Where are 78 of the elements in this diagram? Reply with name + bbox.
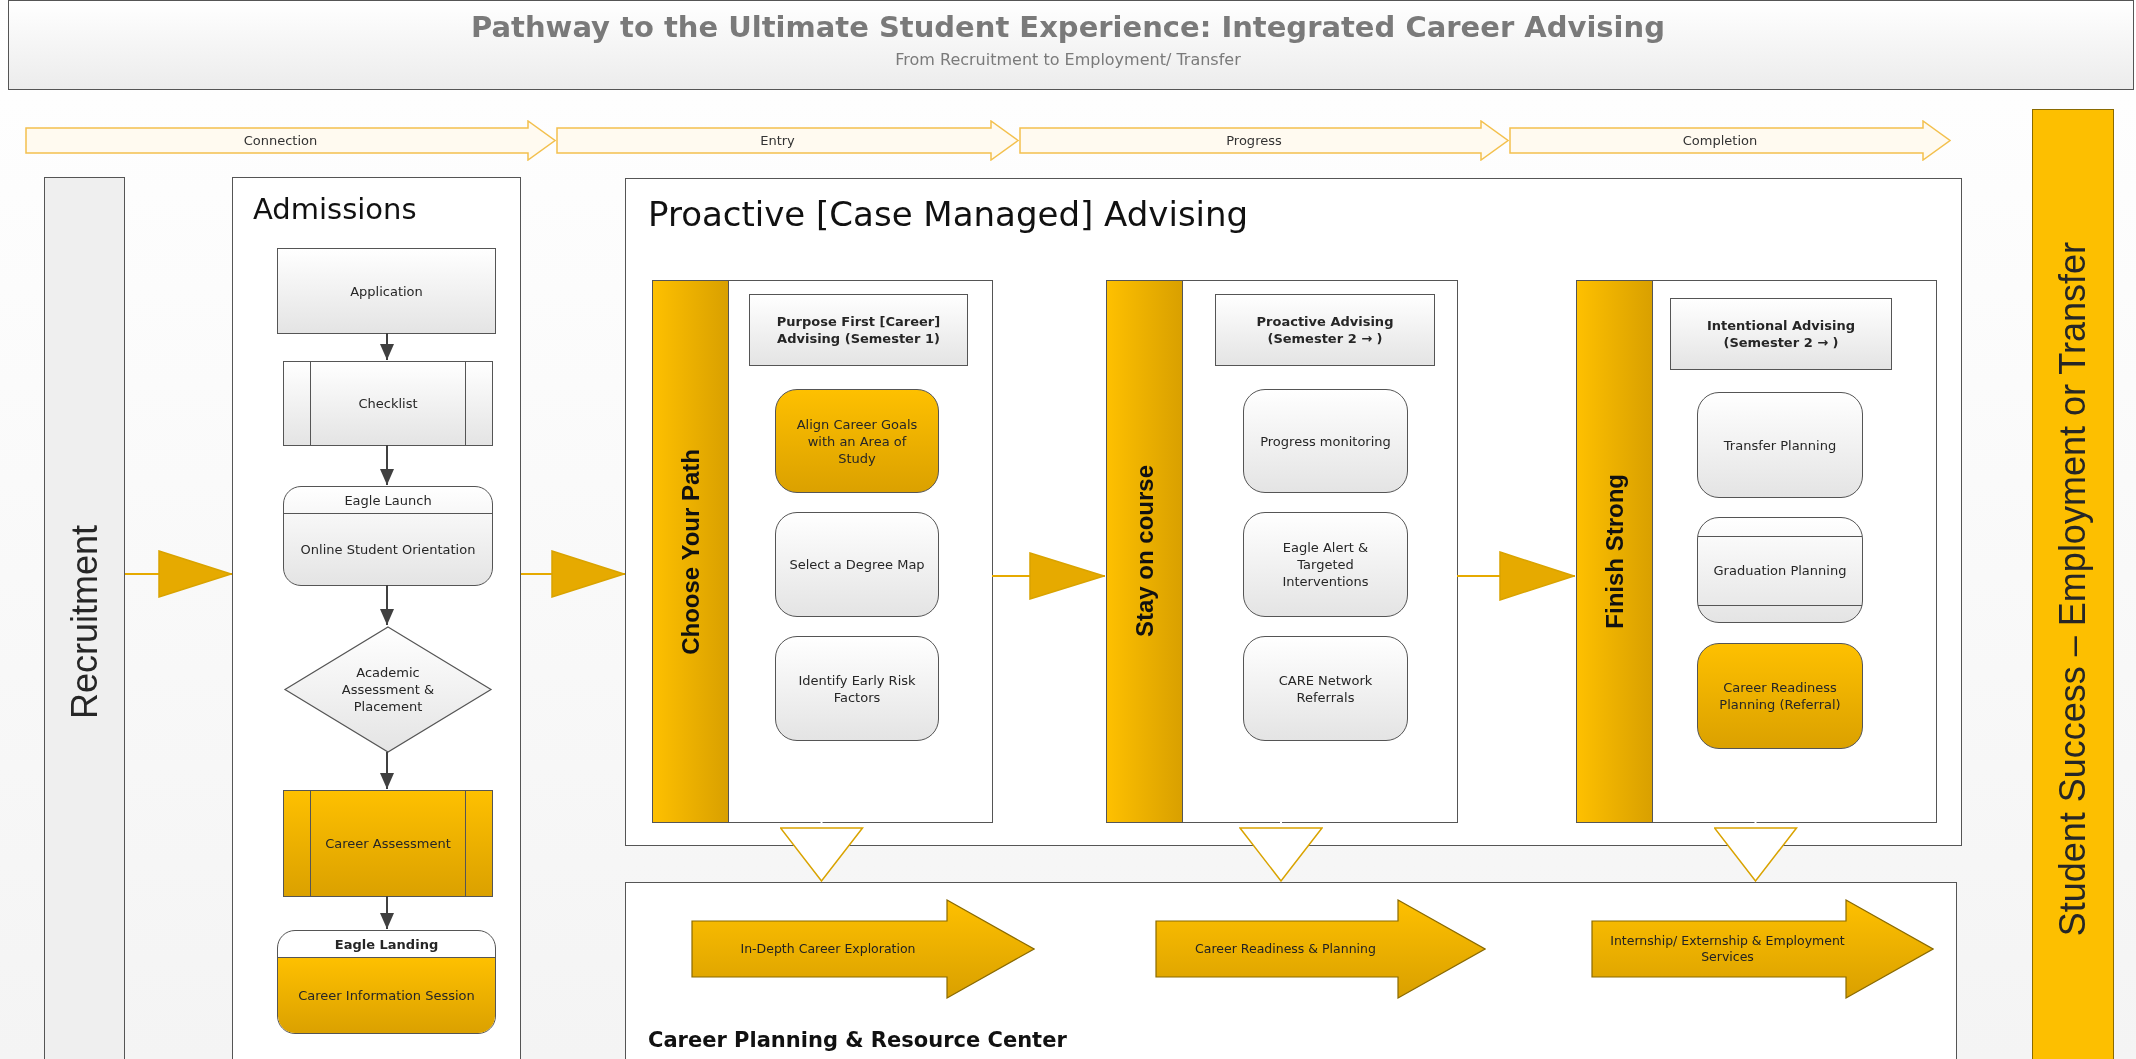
phase-label: Entry [760, 131, 795, 150]
box-text: Career Readiness Planning (Referral) [1718, 679, 1842, 713]
box-text: Career Information Session [298, 987, 475, 1004]
band-title: Recruitment [62, 524, 106, 720]
section-title: Career Planning & Resource Center [648, 1027, 1067, 1054]
box-text: In-Depth Career Exploration [740, 941, 916, 957]
box-heading: Eagle Launch [344, 491, 432, 509]
box-text: Identify Early Risk Factors [797, 671, 917, 706]
triangle-arrow [991, 552, 1106, 600]
rounded-box [775, 389, 939, 493]
box-text: Graduation Planning [1713, 561, 1847, 579]
arrow [380, 895, 394, 930]
phase-label: Completion [1682, 131, 1758, 150]
swimlane-panel [232, 177, 521, 1059]
rounded-box [1697, 643, 1863, 749]
process-box [277, 248, 496, 334]
triangle-arrow [1456, 551, 1576, 601]
rounded-box [1243, 636, 1408, 741]
rounded-box [283, 486, 493, 586]
box-text: Checklist [358, 395, 418, 412]
arrow [380, 751, 394, 790]
arrow [380, 332, 394, 361]
arrow [380, 584, 394, 626]
title: Pathway to the Ultimate Student Experience: Integrated Career Advising [470, 9, 1666, 46]
phase-label: Connection [243, 131, 318, 150]
lane-panel [1106, 280, 1458, 823]
box-text: Career Readiness & Planning [1195, 941, 1376, 957]
rounded-box [775, 636, 939, 741]
box-text: Internship/ Externship & Employment Services [1609, 933, 1846, 965]
triangle-arrow [520, 550, 626, 598]
band-title: Student Success – Employment or Transfer [2051, 241, 2094, 937]
lane-panel [652, 280, 993, 823]
block-arrow [1591, 899, 1934, 999]
box-text: Academic Assessment & Placement [340, 664, 436, 715]
triangle-arrow [1239, 821, 1323, 883]
box-text: Application [350, 282, 423, 300]
box-text: Purpose First [Career] Advising (Semester 1) [775, 313, 942, 347]
rounded-box [1243, 389, 1408, 493]
lane-title-bar: Stay on course [1107, 281, 1183, 822]
vertical-band [44, 177, 125, 1059]
lane-title-bar: Finish Strong [1577, 281, 1653, 822]
header-box [749, 294, 968, 366]
decision-diamond [283, 626, 493, 753]
rounded-box [1697, 392, 1863, 498]
triangle-arrow [124, 550, 233, 598]
rounded-box [1243, 512, 1408, 617]
box-text: Select a Degree Map [789, 556, 925, 573]
box-text: Online Student Orientation [300, 541, 476, 558]
block-arrow [1155, 899, 1486, 999]
box-text: Align Career Goals with an Area of Study [795, 415, 919, 467]
lane-panel [1576, 280, 1937, 823]
box-text: Intentional Advising (Semester 2 → ) [1705, 317, 1856, 351]
section-title: Proactive [Case Managed] Advising [648, 193, 1249, 236]
phase-label: Progress [1226, 131, 1282, 150]
header-box [1215, 294, 1435, 366]
rounded-box [1697, 517, 1863, 623]
header-box [1670, 298, 1892, 370]
box-text: Proactive Advising (Semester 2 → ) [1255, 313, 1395, 347]
triangle-arrow [1713, 821, 1798, 883]
predefined-process-box [283, 361, 493, 446]
lane-title-bar: Choose Your Path [653, 281, 729, 822]
box-text: Progress monitoring [1260, 432, 1391, 450]
block-arrow [691, 899, 1035, 999]
section-panel [625, 178, 1962, 846]
section-panel [625, 882, 1957, 1059]
box-heading: Eagle Landing [334, 935, 439, 953]
triangle-arrow [779, 821, 864, 883]
box-text: Transfer Planning [1723, 436, 1837, 454]
box-text: CARE Network Referrals [1277, 671, 1374, 706]
vertical-band [2032, 109, 2114, 1059]
section-title: Admissions [253, 191, 417, 228]
rounded-box [775, 512, 939, 617]
rounded-box [277, 930, 496, 1034]
box-text: Career Assessment [325, 835, 451, 852]
predefined-process-box [283, 790, 493, 897]
box-text: Eagle Alert & Targeted Interventions [1281, 539, 1370, 590]
subtitle: From Recruitment to Employment/ Transfer [894, 49, 1242, 71]
arrow [380, 444, 394, 486]
